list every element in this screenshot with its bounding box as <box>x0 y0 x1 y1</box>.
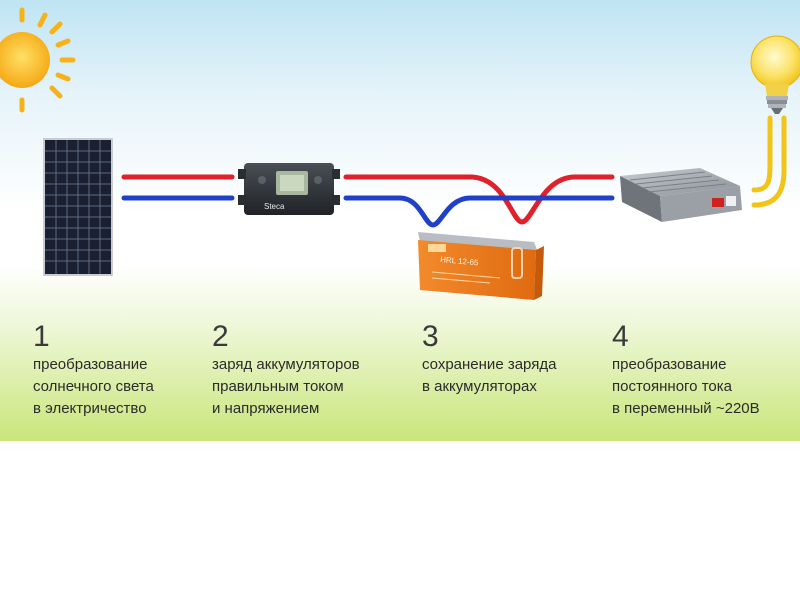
battery-icon: HRL 12-65 <box>418 232 544 300</box>
battery-model-label: HRL 12-65 <box>440 255 480 267</box>
step-description: преобразование постоянного тока в переме… <box>612 356 760 417</box>
step-number: 2 <box>212 320 229 353</box>
step-number: 1 <box>33 320 50 353</box>
sun-icon <box>0 7 76 113</box>
step-4: 4 преобразование постоянного тока в пере… <box>612 322 760 420</box>
step-1: 1 преобразование солнечного света в элек… <box>33 322 154 420</box>
light-bulb-icon <box>750 35 800 114</box>
ac-wires-inverter-bulb <box>751 115 787 208</box>
solar-panel-icon <box>43 138 113 276</box>
dc-wires-panel-controller <box>121 174 235 201</box>
inverter-icon <box>620 168 742 222</box>
dc-wires-controller-inverter <box>343 174 615 228</box>
step-description: заряд аккумуляторов правильным током и н… <box>212 356 360 417</box>
controller-brand: Steca <box>264 202 285 211</box>
step-description: преобразование солнечного света в электр… <box>33 356 154 417</box>
solar-system-diagram: Steca HRL 12-65 <box>0 7 800 300</box>
step-number: 3 <box>422 320 439 353</box>
step-number: 4 <box>612 320 629 353</box>
charge-controller-icon: Steca <box>238 163 340 215</box>
step-3: 3 сохранение заряда в аккумуляторах <box>422 322 556 398</box>
step-description: сохранение заряда в аккумуляторах <box>422 356 557 395</box>
step-2: 2 заряд аккумуляторов правильным током и… <box>212 322 360 420</box>
blank-area <box>0 441 800 600</box>
